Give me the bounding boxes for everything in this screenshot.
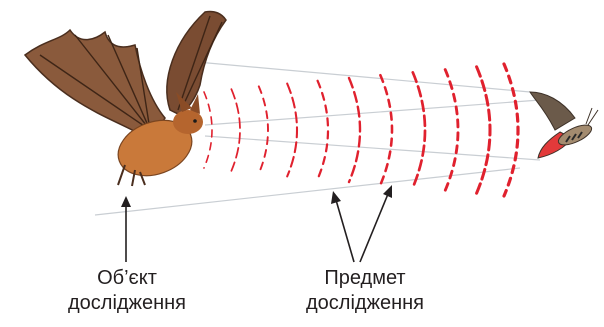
arrow-subject-left-line bbox=[336, 200, 354, 262]
moth-upper-wing bbox=[530, 92, 575, 130]
sound-waves bbox=[204, 64, 518, 196]
subject-of-research-label: Предмет дослідження bbox=[270, 266, 460, 316]
sound-wave-arc bbox=[318, 81, 328, 179]
moth-antennae bbox=[586, 108, 598, 125]
sound-wave-arc bbox=[349, 78, 360, 182]
sound-wave-arc bbox=[204, 92, 212, 168]
sound-wave-arc bbox=[287, 84, 297, 177]
subject-label-line2: дослідження bbox=[270, 291, 460, 316]
bat-eye bbox=[193, 119, 197, 123]
arrow-subject-left-head bbox=[331, 191, 341, 204]
sound-wave-arc bbox=[477, 67, 490, 193]
arrow-subject-right-line bbox=[360, 194, 388, 262]
bat-head bbox=[173, 110, 203, 134]
sound-wave-arc bbox=[504, 64, 518, 196]
bat-illustration bbox=[25, 11, 226, 186]
sound-wave-arc bbox=[413, 72, 425, 187]
subject-label-line1: Предмет bbox=[270, 266, 460, 291]
object-label-line2: дослідження bbox=[42, 291, 212, 316]
moth-illustration bbox=[530, 92, 598, 158]
sound-wave-arc bbox=[231, 89, 240, 171]
sound-wave-arc bbox=[380, 75, 392, 185]
beam-edge-bottom bbox=[95, 168, 520, 215]
sound-wave-arc bbox=[259, 86, 268, 173]
object-of-research-label: Об’єкт дослідження bbox=[42, 266, 212, 316]
object-label-line1: Об’єкт bbox=[42, 266, 212, 291]
arrow-object-head bbox=[121, 196, 131, 207]
sound-wave-arc bbox=[445, 70, 458, 191]
